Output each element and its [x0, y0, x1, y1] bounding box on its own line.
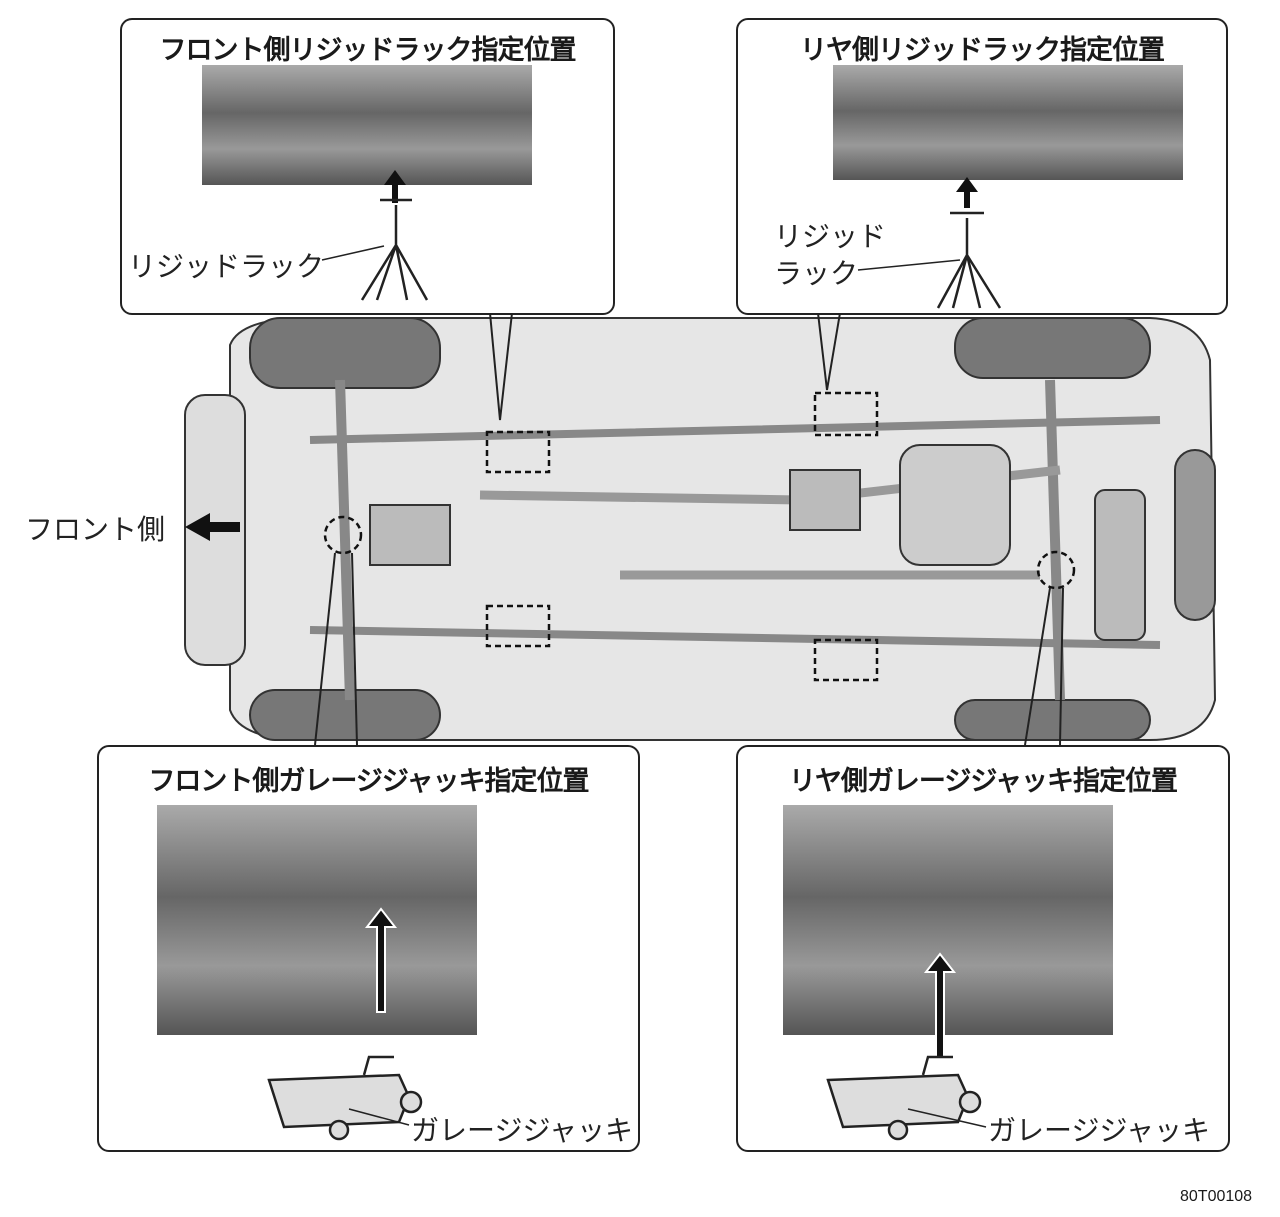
front-direction-arrow-icon [185, 513, 240, 541]
rigid-rack-label-line1: リジッド [774, 220, 887, 253]
vehicle-underbody [184, 317, 1217, 741]
front-axle-photo [157, 805, 477, 1035]
callout-title: リヤ側ガレージジャッキ指定位置 [788, 766, 1178, 797]
garage-jack-label: ガレージジャッキ [988, 1114, 1211, 1147]
rear-garage-jack-callout: リヤ側ガレージジャッキ指定位置 ガレージジャッキ [736, 745, 1230, 1152]
callout-title: リヤ側リジッドラック指定位置 [800, 35, 1165, 66]
garage-jack-label: ガレージジャッキ [411, 1114, 634, 1147]
underbody-photo [833, 65, 1183, 180]
jack-point-markers [323, 391, 1076, 682]
up-arrow-icon [923, 952, 957, 1058]
garage-jack-icon [826, 1055, 987, 1141]
figure-code: 80T00108 [1180, 1188, 1253, 1205]
rigid-rack-icon [321, 198, 429, 301]
underbody-photo [202, 65, 532, 185]
garage-jack-icon [267, 1055, 423, 1141]
rigid-rack-icon [857, 211, 1002, 309]
up-arrow-icon [364, 907, 398, 1013]
up-arrow-icon [956, 177, 978, 208]
rigid-rack-label: リジッドラック [128, 250, 325, 283]
rear-rigid-rack-callout: リヤ側リジッドラック指定位置 リジッド ラック [736, 18, 1228, 315]
leader-lines [314, 312, 1064, 746]
front-garage-jack-callout: フロント側ガレージジャッキ指定位置 ガレージジャッキ [97, 745, 640, 1152]
front-side-label: フロント側 [25, 513, 166, 546]
rear-axle-photo [783, 805, 1113, 1035]
up-arrow-icon [384, 170, 406, 203]
front-rigid-rack-callout: フロント側リジッドラック指定位置 リジッドラック [120, 18, 615, 315]
rigid-rack-label-line2: ラック [774, 257, 859, 290]
callout-title: フロント側ガレージジャッキ指定位置 [148, 766, 589, 797]
callout-title: フロント側リジッドラック指定位置 [159, 35, 577, 66]
